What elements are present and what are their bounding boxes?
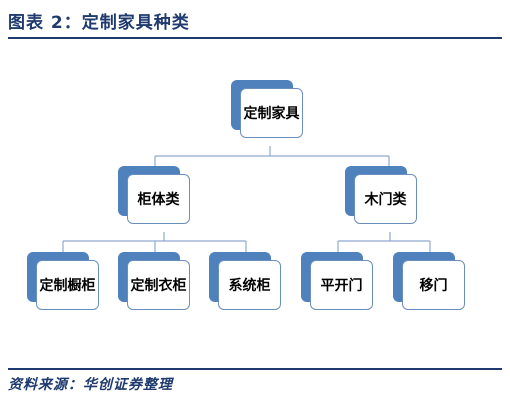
- node-label: 系统柜: [218, 260, 281, 310]
- node-cabinet: 柜体类: [118, 166, 190, 224]
- page-title: 图表 2：定制家具种类: [8, 13, 190, 33]
- node-label: 平开门: [310, 260, 373, 310]
- title-divider: [8, 37, 502, 39]
- node-label: 定制衣柜: [127, 260, 190, 310]
- node-label: 定制橱柜: [36, 260, 99, 310]
- source-note: 资料来源：华创证券整理: [8, 377, 173, 393]
- node-swing-door: 平开门: [301, 252, 373, 310]
- node-label: 移门: [402, 260, 465, 310]
- node-custom-furniture: 定制家具: [231, 80, 303, 138]
- footer-divider: [8, 368, 502, 370]
- node-kitchen-cabinet: 定制橱柜: [27, 252, 99, 310]
- node-label: 定制家具: [240, 88, 303, 138]
- node-sliding-door: 移门: [393, 252, 465, 310]
- node-label: 木门类: [354, 174, 417, 224]
- node-system-cabinet: 系统柜: [209, 252, 281, 310]
- node-label: 柜体类: [127, 174, 190, 224]
- node-wooden-door: 木门类: [345, 166, 417, 224]
- node-wardrobe: 定制衣柜: [118, 252, 190, 310]
